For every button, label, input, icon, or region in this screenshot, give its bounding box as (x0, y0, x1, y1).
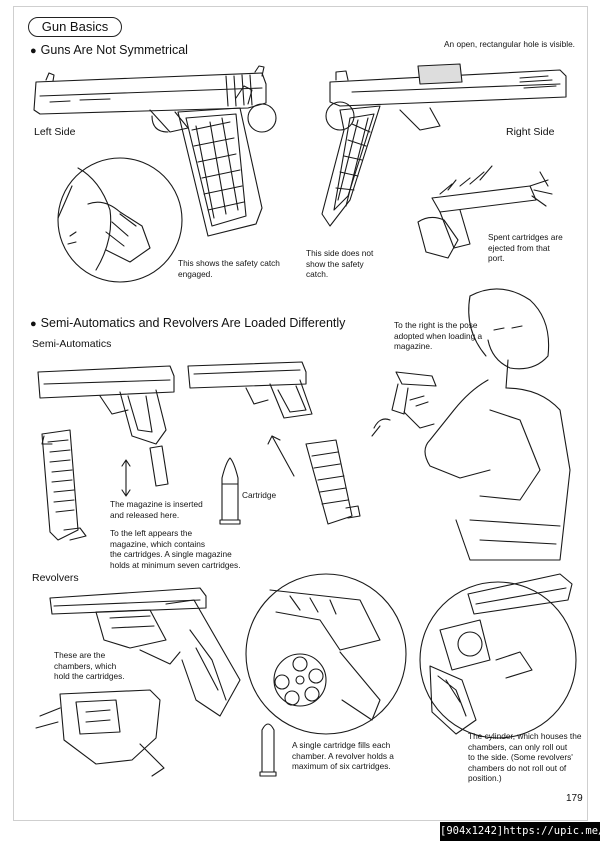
ejection-note-line: port. (488, 253, 505, 264)
magazine-insert-note-line: The magazine is inserted (110, 499, 203, 509)
pistol-left-side-illustration (34, 66, 276, 236)
no-safety-note-line: catch. (306, 269, 329, 280)
footer-stamp: [904x1242]https://upic.me/ (440, 822, 600, 841)
no-safety-note: This side does not show the safety catch… (306, 248, 373, 280)
safety-catch-closeup (58, 158, 182, 282)
revolvers-label: Revolvers (32, 572, 79, 584)
section-title: Gun Basics (28, 17, 122, 37)
cylinder-note-line: chambers do not roll out of (468, 762, 567, 773)
magazine-2-illustration (268, 436, 360, 524)
magazine-desc-line: the cartridges. A single magazine (110, 549, 232, 560)
cylinder-note: The cylinder, which houses the chambers,… (468, 731, 581, 784)
ejection-note: Spent cartridges are ejected from that p… (488, 232, 563, 264)
pose-note-line: adopted when loading a (394, 330, 483, 341)
revolver-2-illustration (36, 690, 164, 776)
pose-note-line: To the right is the pose (394, 320, 478, 330)
magazine-insert-note: The magazine is inserted and released he… (110, 499, 203, 520)
cartridge-label: Cartridge (242, 490, 276, 501)
semi-auto-pistol-illustration (38, 366, 174, 496)
cylinder-note-line: The cylinder, which houses the (468, 731, 582, 741)
magazine-description: To the left appears the magazine, which … (110, 528, 241, 570)
pose-note-line: magazine. (394, 341, 433, 352)
bullet-icon: ● (30, 45, 37, 57)
loading-pose-figure (372, 289, 570, 560)
cartridge-illustration (220, 458, 240, 524)
symmetry-heading: ●Guns Are Not Symmetrical (30, 43, 188, 57)
safety-note-line: This shows the safety catch (178, 258, 280, 268)
magazine-desc-line: magazine, which contains (110, 538, 206, 549)
chambers-note-line: These are the (54, 650, 106, 660)
revolver-cylinder-out-closeup (420, 574, 576, 738)
safety-catch-note: This shows the safety catch engaged. (178, 258, 280, 279)
cylinder-note-line: chambers, can only roll out (468, 741, 568, 752)
ejection-note-line: ejected from that (488, 242, 550, 253)
cartridge-label-text: Cartridge (242, 490, 277, 500)
single-cartridge-note-line: A single cartridge fills each (292, 740, 391, 750)
magazine-desc-line: To the left appears the (110, 528, 193, 538)
cylinder-note-line: position.) (468, 773, 502, 784)
semi-auto-pistol-2-illustration (188, 362, 312, 418)
open-hole-note-text: An open, rectangular hole is visible. (444, 39, 575, 49)
semi-automatics-label: Semi-Automatics (32, 338, 112, 350)
cylinder-note-line: to the side. (Some revolvers' (468, 752, 573, 763)
pistol-right-side-illustration (322, 64, 566, 226)
revolver-illustration (50, 588, 240, 716)
page-border (13, 6, 588, 821)
chambers-note-line: hold the cartridges. (54, 671, 125, 682)
magazine-illustration (42, 430, 86, 540)
bullet-icon: ● (30, 318, 37, 330)
open-hole-note: An open, rectangular hole is visible. (444, 39, 575, 50)
ejection-illustration (418, 166, 552, 258)
ejection-note-line: Spent cartridges are (488, 232, 563, 242)
single-cartridge-note-line: chamber. A revolver holds a (292, 750, 394, 761)
left-side-label: Left Side (34, 126, 76, 138)
magazine-desc-line: holds at minimum seven cartridges. (110, 559, 241, 570)
no-safety-note-line: show the safety (306, 258, 364, 269)
right-side-label: Right Side (506, 126, 555, 138)
cylinder-closeup (246, 574, 406, 734)
pose-note: To the right is the pose adopted when lo… (394, 320, 482, 352)
chambers-note-line: chambers, which (54, 660, 117, 671)
loading-heading: ●Semi-Automatics and Revolvers Are Loade… (30, 316, 345, 330)
magazine-insert-note-line: and released here. (110, 509, 180, 520)
loose-cartridge-illustration (260, 724, 276, 776)
single-cartridge-note-line: maximum of six cartridges. (292, 761, 391, 772)
chambers-note: These are the chambers, which hold the c… (54, 650, 125, 682)
single-cartridge-note: A single cartridge fills each chamber. A… (292, 740, 394, 772)
safety-note-line: engaged. (178, 268, 213, 279)
no-safety-note-line: This side does not (306, 248, 374, 258)
symmetry-heading-text: Guns Are Not Symmetrical (40, 43, 188, 57)
loading-heading-text: Semi-Automatics and Revolvers Are Loaded… (40, 316, 346, 330)
page-number: 179 (566, 793, 583, 804)
